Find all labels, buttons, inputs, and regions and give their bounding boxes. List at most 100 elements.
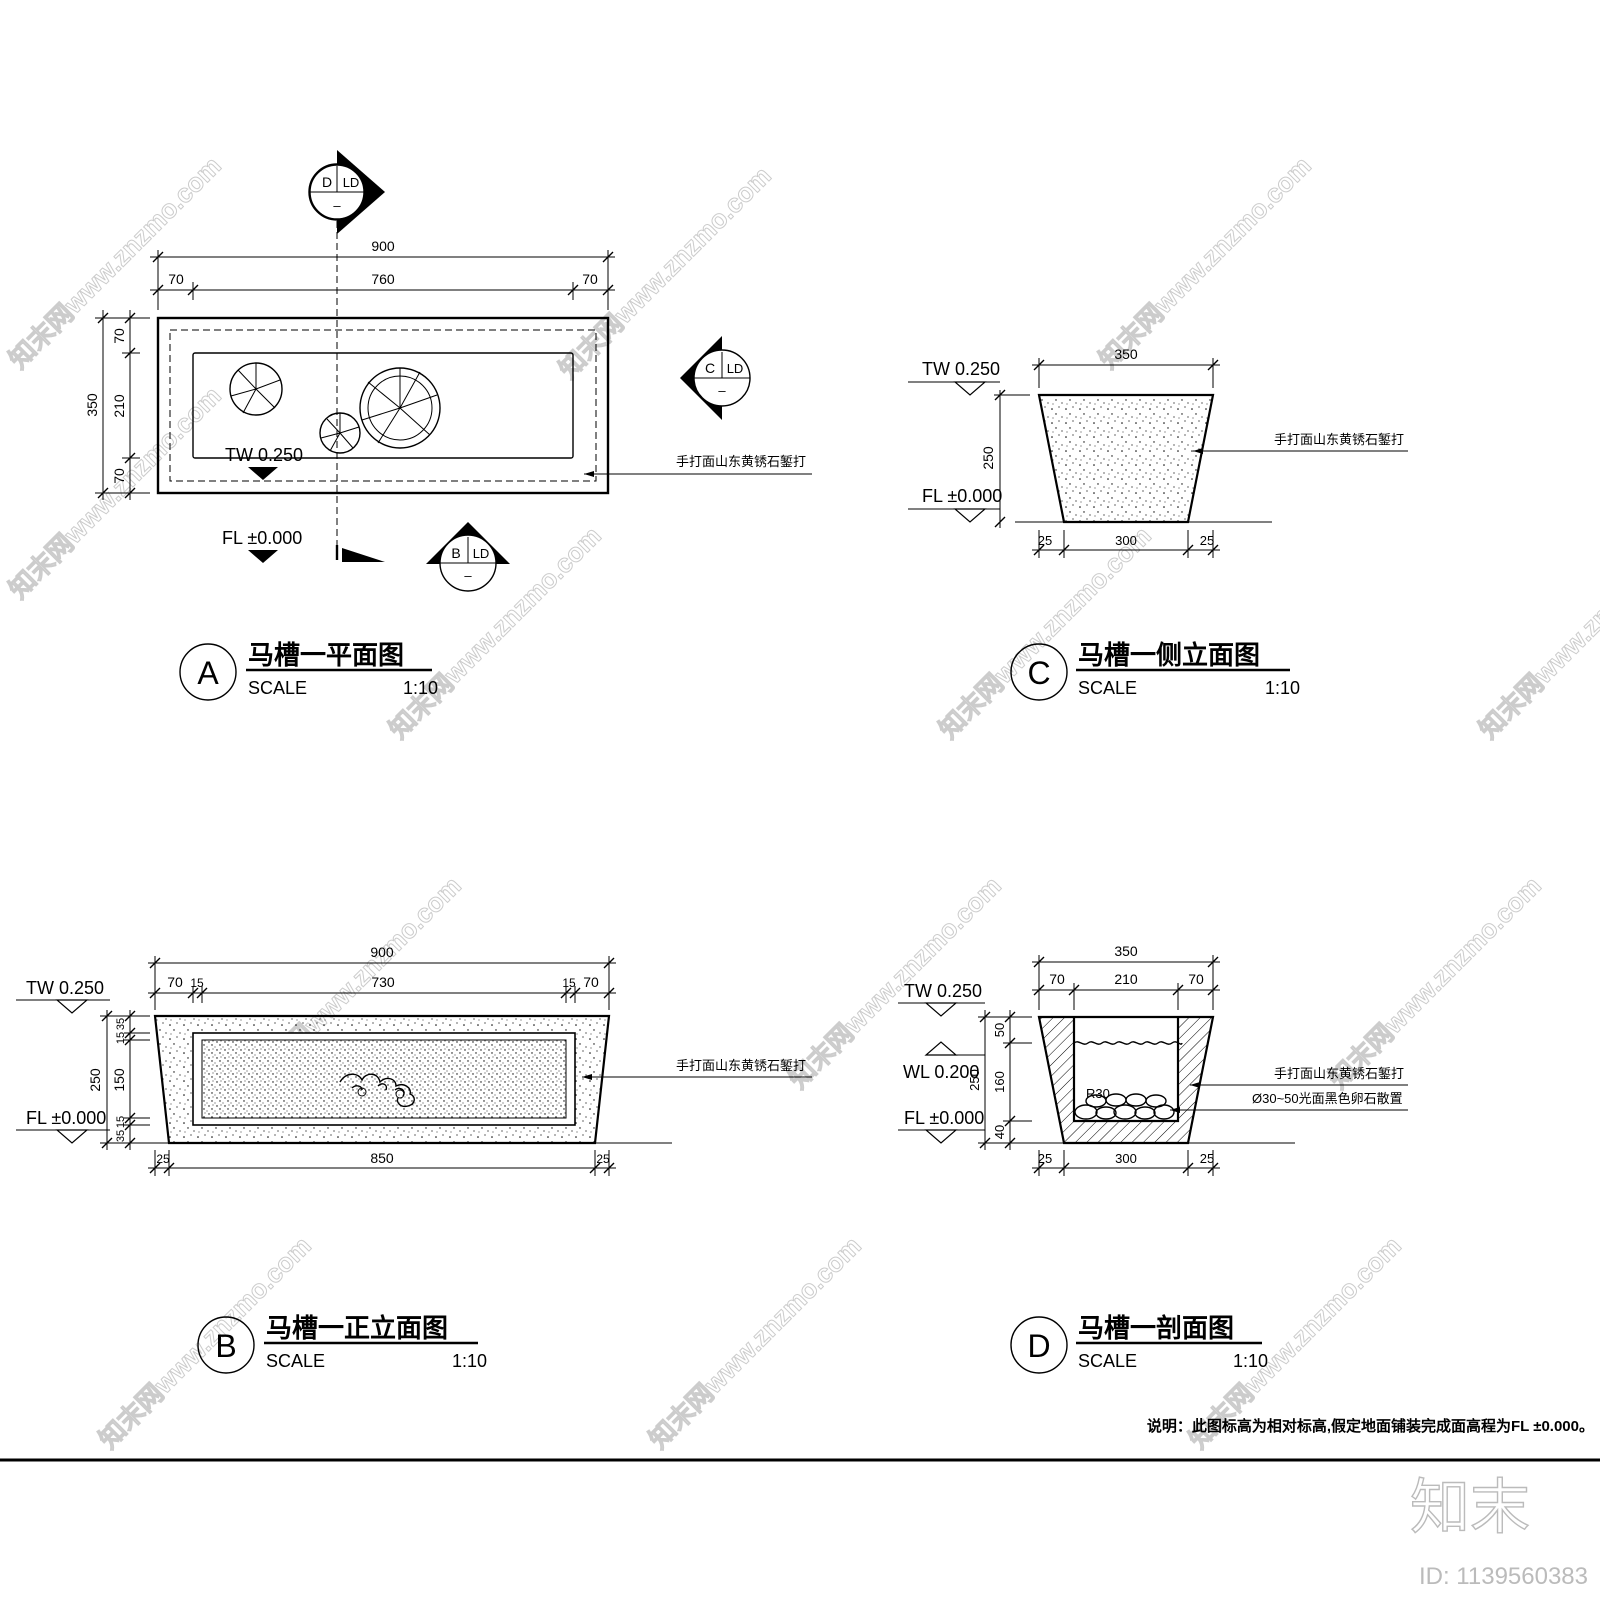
material-note: 手打面山东黄锈石錾打	[1274, 1066, 1404, 1081]
scale-label: SCALE	[1078, 678, 1137, 698]
dim-part: 35	[115, 1130, 127, 1142]
scale-label: SCALE	[1078, 1351, 1137, 1371]
footer: 说明：此图标高为相对标高,假定地面铺装完成面高程为FL ±0.000。 知末 I…	[0, 1417, 1600, 1590]
side-elevation: TW 0.250 FL ±0.000 250 350 25 300 25 手打面…	[908, 346, 1408, 701]
level-marker-icon	[55, 999, 89, 1014]
dim-top: 350	[1114, 346, 1138, 362]
tw-level-label: TW 0.250	[26, 978, 104, 998]
dim-total: 900	[371, 238, 395, 254]
dim-total: 250	[967, 1069, 982, 1091]
lily-pad-small	[319, 412, 361, 454]
plan-view: D LD – TW 0.250 FL ±0.000	[84, 150, 812, 701]
dim-part: 25	[156, 1152, 170, 1166]
dim-part: 210	[1114, 971, 1138, 987]
wl-level-label: WL 0.200	[903, 1062, 979, 1082]
dim-total: 900	[370, 944, 394, 960]
trough-outline	[156, 316, 610, 495]
drawing-title-c: C 马槽一侧立面图 SCALE 1:10	[1010, 640, 1300, 701]
scale-value: 1:10	[403, 678, 438, 698]
dim-part: 35	[115, 1018, 127, 1030]
level-marker-icon	[248, 467, 278, 480]
watermark: 知末网www.znzmo.com	[1473, 520, 1600, 744]
section-marker-d: D LD –	[308, 150, 385, 234]
marker-number: –	[333, 198, 341, 213]
drawing-title-a: A 马槽一平面图 SCALE 1:10	[179, 641, 438, 701]
dim-part: 850	[370, 1150, 394, 1166]
fl-level-label: FL ±0.000	[222, 528, 302, 548]
radius-label: R30	[1086, 1086, 1110, 1101]
dim-part: 730	[371, 974, 395, 990]
marker-letter: B	[451, 545, 460, 561]
watermark: 知末网www.znzmo.com	[1323, 870, 1547, 1094]
section-marker-c: C LD –	[680, 336, 751, 420]
dim-part: 25	[1038, 533, 1052, 548]
dim-part: 70	[168, 271, 184, 287]
dim-part: 210	[111, 394, 127, 418]
plan-left-dimensions: 350 70 210 70	[84, 310, 150, 500]
dim-part: 760	[371, 271, 395, 287]
scale-label: SCALE	[248, 678, 307, 698]
section-view: R30 TW 0.250 WL 0.200 FL ±0.000 250 50 1…	[898, 943, 1408, 1374]
dim-total: 250	[87, 1068, 103, 1092]
dim-part: 300	[1115, 533, 1137, 548]
dim-part: 160	[992, 1071, 1007, 1093]
scale-label: SCALE	[266, 1351, 325, 1371]
water-surface	[1073, 1041, 1183, 1045]
title-name: 马槽一侧立面图	[1078, 640, 1260, 671]
pebble-note: Ø30~50光面黑色卵石散置	[1252, 1091, 1403, 1106]
dim-part: 70	[583, 974, 599, 990]
marker-sheet: LD	[473, 546, 490, 561]
dim-part: 25	[1038, 1151, 1052, 1166]
fl-level-label: FL ±0.000	[904, 1108, 984, 1128]
dim-part: 50	[992, 1023, 1007, 1037]
dim-part: 300	[1115, 1151, 1137, 1166]
elevation-note: 说明：此图标高为相对标高,假定地面铺装完成面高程为FL ±0.000。	[1147, 1417, 1594, 1435]
dim-part: 70	[1188, 971, 1204, 987]
cloud-carving	[339, 1073, 415, 1108]
dim-total: 350	[84, 393, 100, 417]
image-id: ID: 1139560383	[1419, 1563, 1588, 1590]
drawing-title-d: D 马槽一剖面图 SCALE 1:10	[1010, 1313, 1268, 1374]
tw-level-label: TW 0.250	[904, 981, 982, 1001]
dim-part: 15	[562, 976, 576, 990]
watermark: 知末网www.znzmo.com	[1093, 150, 1317, 374]
dim-part: 150	[111, 1068, 127, 1092]
level-marker-icon	[953, 381, 987, 396]
level-marker-icon	[924, 1129, 958, 1144]
title-name: 马槽一剖面图	[1078, 1313, 1234, 1344]
tw-level-label: TW 0.250	[225, 445, 303, 465]
level-marker-icon	[924, 1041, 958, 1056]
trough-side-body	[1037, 393, 1215, 524]
material-note: 手打面山东黄锈石錾打	[1274, 432, 1404, 447]
pebbles	[1074, 1093, 1175, 1120]
dim-part: 15	[190, 976, 204, 990]
section-marker-b: B LD –	[426, 522, 510, 592]
lily-pad-left	[229, 362, 283, 416]
marker-sheet: LD	[343, 175, 360, 190]
dim-part: 25	[596, 1152, 610, 1166]
drawing-title-b: B 马槽一正立面图 SCALE 1:10	[197, 1313, 487, 1374]
section-cut-walls	[1037, 1015, 1215, 1145]
watermark: 知末网www.znzmo.com	[933, 520, 1157, 744]
lily-pad-large	[359, 367, 441, 449]
scale-value: 1:10	[452, 1351, 487, 1371]
trough-inner-basin	[192, 352, 574, 459]
dim-part: 70	[1049, 971, 1065, 987]
level-marker-icon	[248, 550, 278, 563]
trough-chamfer-line	[169, 329, 597, 482]
fl-level-label: FL ±0.000	[26, 1108, 106, 1128]
dim-part: 70	[167, 974, 183, 990]
dim-part: 15	[115, 1032, 127, 1044]
dim-part: 25	[1200, 1151, 1214, 1166]
title-letter: D	[1027, 1328, 1050, 1364]
marker-number: –	[464, 568, 472, 583]
dim-total: 350	[1114, 943, 1138, 959]
level-marker-icon	[953, 508, 987, 523]
watermark: 知末网www.znzmo.com	[643, 1230, 867, 1454]
dim-part: 25	[1200, 533, 1214, 548]
plan-top-dimensions: 900 70 760 70	[150, 238, 615, 310]
scale-value: 1:10	[1265, 678, 1300, 698]
scale-value: 1:10	[1233, 1351, 1268, 1371]
title-letter: C	[1027, 655, 1050, 691]
